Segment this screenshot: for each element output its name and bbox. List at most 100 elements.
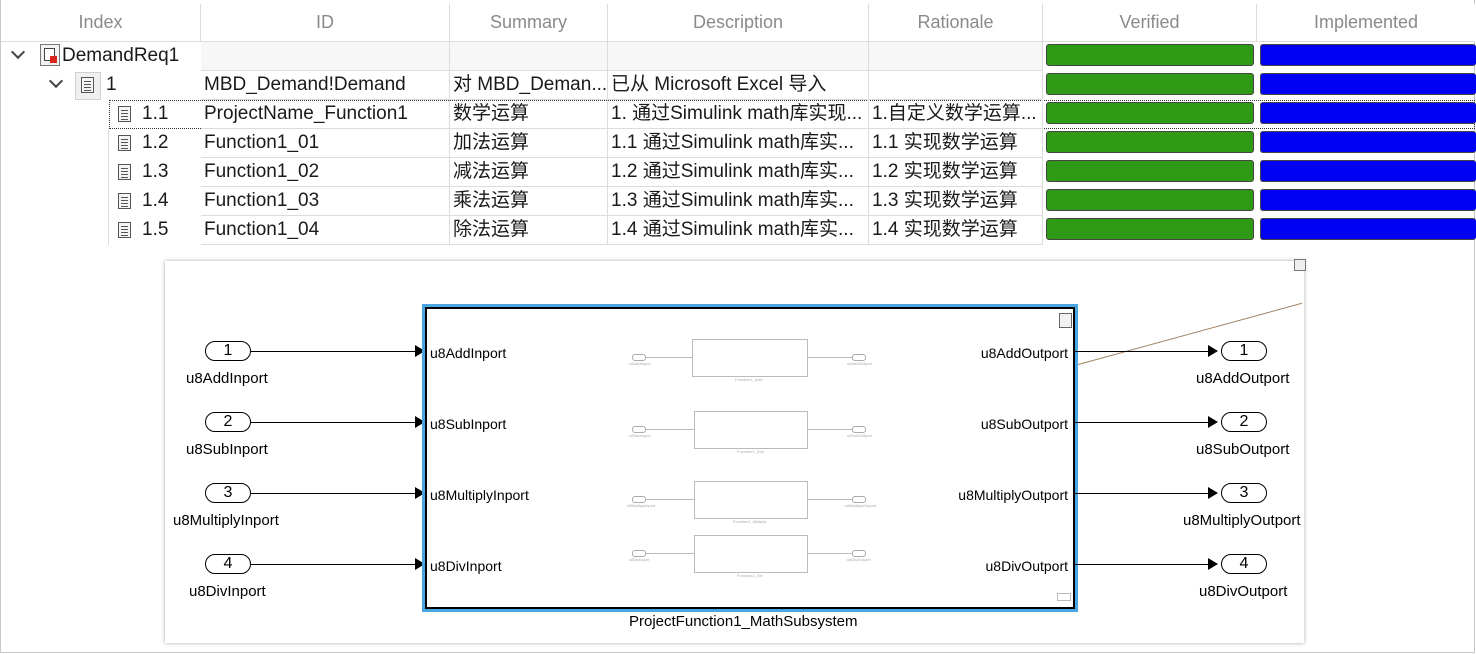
inner-block-label: Function1_Multiply (733, 519, 767, 524)
id-cell[interactable]: Function1_01 (201, 129, 450, 158)
column-header-id[interactable]: ID (201, 4, 450, 42)
root-description-cell (608, 42, 869, 71)
requirement-doc-icon (81, 77, 94, 93)
subsystem-link-icon (1057, 593, 1071, 601)
description-cell[interactable]: 1.3 通过Simulink math库实... (608, 187, 869, 216)
rationale-cell[interactable] (869, 71, 1043, 100)
signal-line (1075, 564, 1208, 565)
verified-status-bar (1046, 160, 1254, 182)
inport-block[interactable]: 4 (205, 554, 251, 574)
inner-inport-label: u8DivInport (629, 557, 650, 562)
tree-item-index[interactable]: 1 (106, 74, 117, 95)
summary-cell[interactable]: 加法运算 (450, 129, 608, 158)
inner-outport (852, 354, 866, 361)
outport-block[interactable]: 4 (1221, 554, 1267, 574)
outport-block[interactable]: 1 (1221, 341, 1267, 361)
column-header-summary[interactable]: Summary (450, 4, 608, 42)
id-cell[interactable]: MBD_Demand!Demand (201, 71, 450, 100)
description-cell[interactable]: 已从 Microsoft Excel 导入 (608, 71, 869, 100)
inner-line (807, 553, 852, 554)
inner-inport-label: u8AddInport (629, 361, 651, 366)
open-model-icon[interactable] (1294, 259, 1306, 271)
signal-line (1075, 351, 1208, 352)
signal-arrow-icon (1208, 558, 1218, 570)
description-cell[interactable]: 1.1 通过Simulink math库实... (608, 129, 869, 158)
tree-item-index[interactable]: 1.3 (142, 161, 169, 182)
column-header-rationale[interactable]: Rationale (869, 4, 1043, 42)
summary-cell[interactable]: 数学运算 (450, 100, 608, 129)
outport-block[interactable]: 2 (1221, 412, 1267, 432)
inner-block (694, 411, 808, 449)
inport-label: u8DivInport (189, 583, 266, 600)
id-cell[interactable]: Function1_04 (201, 216, 450, 245)
inport-block[interactable]: 1 (205, 341, 251, 361)
inner-block (694, 481, 808, 519)
inner-line (646, 499, 694, 500)
requirement-doc-icon (118, 193, 131, 209)
signal-arrow-icon (415, 345, 425, 357)
column-header-implemented[interactable]: Implemented (1257, 4, 1475, 42)
description-cell[interactable]: 1.4 通过Simulink math库实... (608, 216, 869, 245)
inner-inport-label: u8MultiplyInport (627, 503, 656, 508)
implemented-status-bar (1260, 189, 1476, 211)
connector-line (1078, 302, 1303, 365)
description-cell[interactable]: 1.2 通过Simulink math库实... (608, 158, 869, 187)
verified-status-bar (1046, 102, 1254, 124)
inner-outport-label: u8DivOutport (847, 557, 871, 562)
signal-line (1075, 422, 1208, 423)
signal-arrow-icon (415, 558, 425, 570)
requirement-set-icon (40, 44, 60, 66)
subsystem-inport-label: u8SubInport (430, 416, 507, 432)
tree-item-index[interactable]: 1.2 (142, 132, 169, 153)
column-header-verified[interactable]: Verified (1043, 4, 1257, 42)
inner-block-label: Function1_Div (737, 573, 763, 578)
implemented-status-bar (1260, 44, 1476, 66)
inner-outport (852, 550, 866, 557)
inner-outport-label: u8MultiplyOutport (845, 503, 877, 508)
tree-item-index[interactable]: 1.1 (142, 103, 169, 124)
signal-line (251, 564, 415, 565)
rationale-cell[interactable]: 1.自定义数学运算... (869, 100, 1043, 129)
tree-item-demandreq1[interactable]: DemandReq1 (62, 45, 180, 66)
summary-cell[interactable]: 减法运算 (450, 158, 608, 187)
outport-block[interactable]: 3 (1221, 483, 1267, 503)
column-header-index[interactable]: Index (1, 4, 201, 42)
inner-block-label: Function1_Sub (737, 449, 764, 454)
inner-outport (852, 426, 866, 433)
inport-block[interactable]: 3 (205, 483, 251, 503)
rationale-cell[interactable]: 1.1 实现数学运算 (869, 129, 1043, 158)
implemented-status-bar (1260, 131, 1476, 153)
summary-cell[interactable]: 对 MBD_Deman... (450, 71, 608, 100)
root-id-cell (201, 42, 450, 71)
inner-line (646, 553, 694, 554)
signal-arrow-icon (415, 416, 425, 428)
subsystem-outport-label: u8AddOutport (980, 345, 1068, 361)
requirement-doc-icon (118, 106, 131, 122)
id-cell[interactable]: Function1_03 (201, 187, 450, 216)
inner-outport-label: u8SubOutport (847, 433, 872, 438)
tree-item-index[interactable]: 1.4 (142, 190, 169, 211)
inner-line (646, 357, 692, 358)
summary-cell[interactable]: 乘法运算 (450, 187, 608, 216)
column-header-description[interactable]: Description (608, 4, 869, 42)
rationale-cell[interactable]: 1.4 实现数学运算 (869, 216, 1043, 245)
inport-block[interactable]: 2 (205, 412, 251, 432)
id-cell[interactable]: ProjectName_Function1 (201, 100, 450, 129)
rationale-cell[interactable]: 1.3 实现数学运算 (869, 187, 1043, 216)
signal-line (251, 493, 415, 494)
id-cell[interactable]: Function1_02 (201, 158, 450, 187)
rationale-cell[interactable]: 1.2 实现数学运算 (869, 158, 1043, 187)
signal-line (1075, 493, 1208, 494)
inner-line (807, 357, 852, 358)
root-rationale-cell (869, 42, 1043, 71)
math-subsystem-block[interactable]: u8AddInport u8SubInport u8MultiplyInport… (422, 304, 1078, 612)
inner-inport-label: u8SubInport (629, 433, 651, 438)
inner-inport (632, 354, 646, 361)
tree-item-index[interactable]: 1.5 (142, 219, 169, 240)
inner-inport (632, 496, 646, 503)
description-cell[interactable]: 1. 通过Simulink math库实现... (608, 100, 869, 129)
inport-label: u8MultiplyInport (173, 512, 279, 529)
summary-cell[interactable]: 除法运算 (450, 216, 608, 245)
requirement-doc-icon (118, 222, 131, 238)
